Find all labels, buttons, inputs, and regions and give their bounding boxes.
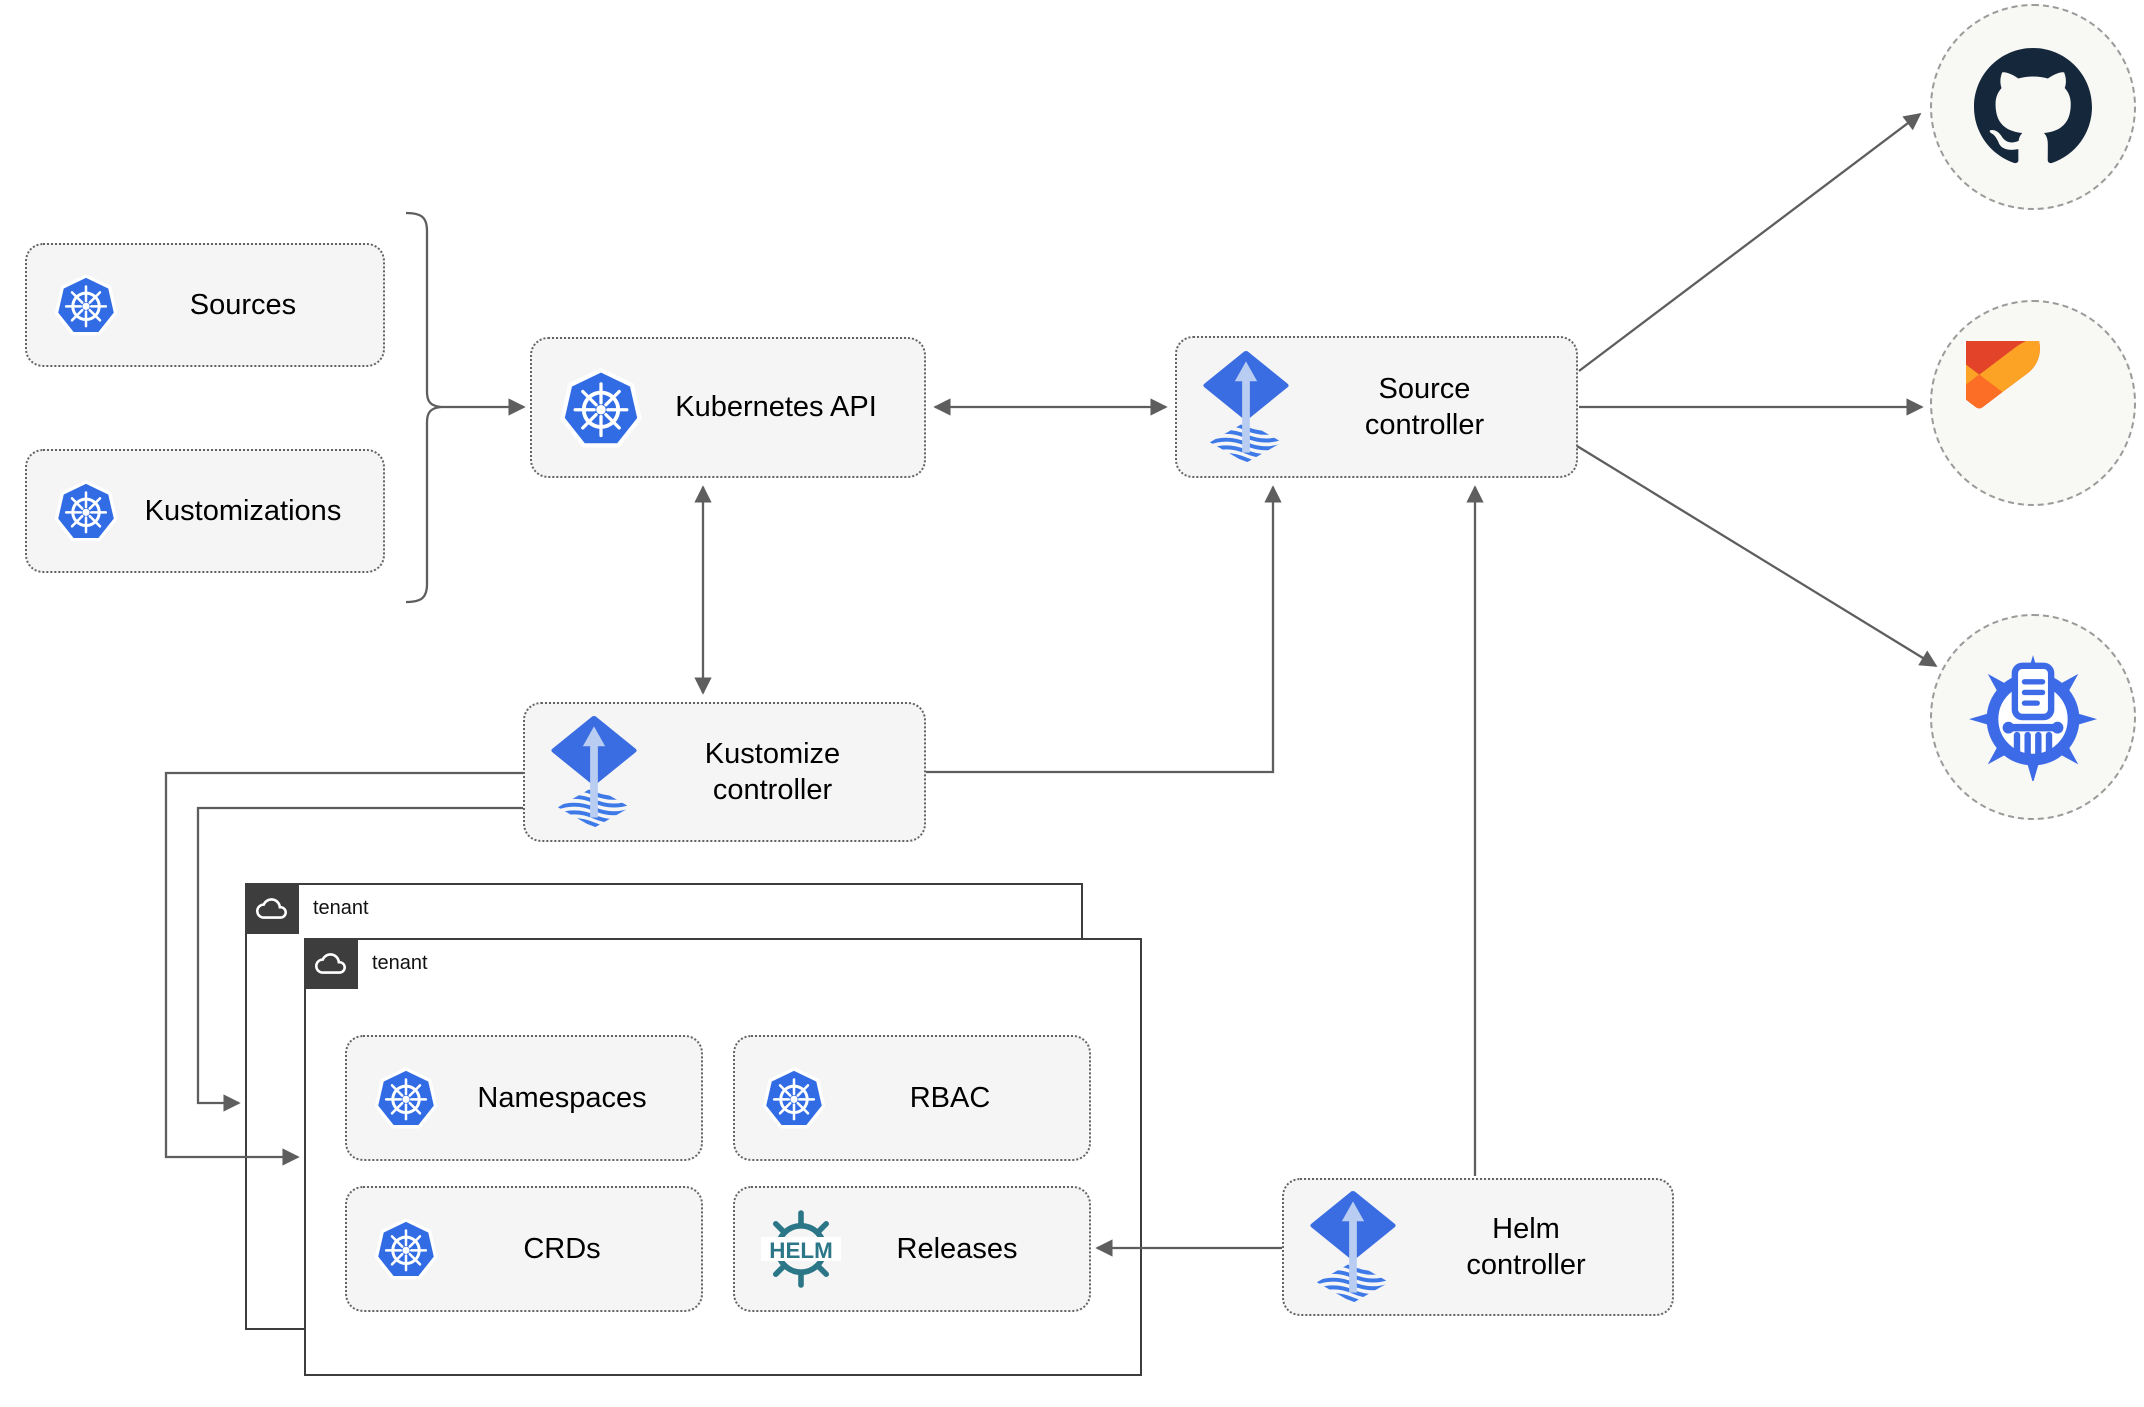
node-releases: Releases [733, 1186, 1091, 1312]
node-label: Kustomize controller [704, 737, 841, 806]
tenant-label: tenant [372, 952, 428, 974]
endpoint-gitlab [1930, 300, 2136, 506]
node-label: Namespaces [477, 1081, 647, 1114]
kubernetes-icon [558, 365, 644, 451]
endpoint-chartmuseum [1930, 614, 2136, 820]
node-label: Sources [189, 288, 297, 321]
chartmuseum-icon [1969, 653, 2097, 781]
kubernetes-icon [53, 272, 119, 338]
flux-icon [1310, 1191, 1396, 1303]
node-rbac: RBAC [733, 1035, 1091, 1161]
node-label: RBAC [909, 1081, 991, 1114]
node-kustomize-controller: Kustomize controller [523, 702, 926, 842]
github-icon [1974, 48, 2092, 166]
tenant-label: tenant [313, 897, 369, 919]
node-label: Releases [896, 1232, 1018, 1265]
node-helm-controller: Helm controller [1282, 1178, 1674, 1316]
edge-kustomize-source [926, 485, 1282, 774]
node-label: CRDs [523, 1232, 601, 1265]
node-label: Helm controller [1466, 1212, 1586, 1281]
node-label: Source controller [1364, 372, 1485, 441]
cloud-icon [315, 948, 346, 979]
node-label: Kubernetes API [675, 391, 877, 424]
tenant-tab [303, 937, 358, 989]
node-kubernetes-api: Kubernetes API [530, 337, 926, 478]
kubernetes-icon [373, 1216, 439, 1282]
kubernetes-icon [761, 1065, 827, 1131]
edge-source-github [1578, 112, 1922, 372]
helm-icon [761, 1209, 841, 1289]
brace-sources-group [405, 211, 442, 604]
flux-icon [551, 716, 637, 828]
tenant-tab [244, 882, 299, 934]
node-source-controller: Source controller [1175, 336, 1578, 478]
node-crds: CRDs [345, 1186, 703, 1312]
cloud-icon [256, 893, 287, 924]
node-sources: Sources [25, 243, 385, 367]
node-namespaces: Namespaces [345, 1035, 703, 1161]
node-label: Kustomizations [144, 494, 342, 527]
flux-icon [1203, 351, 1289, 463]
edge-source-chartmuseum [1576, 445, 1938, 667]
kubernetes-icon [373, 1065, 439, 1131]
endpoint-github [1930, 4, 2136, 210]
node-kustomizations: Kustomizations [25, 449, 385, 573]
kubernetes-icon [53, 478, 119, 544]
gitlab-icon [1966, 341, 2100, 465]
